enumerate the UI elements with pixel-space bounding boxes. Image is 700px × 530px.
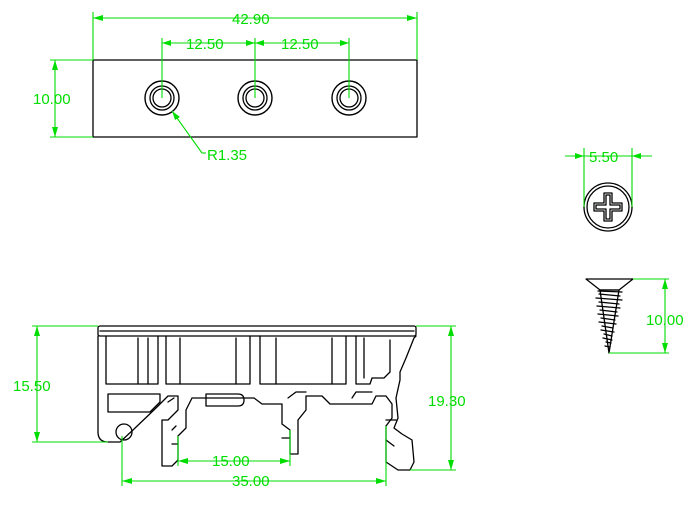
dimension-clip-span: 35.00 [121, 426, 387, 490]
dimension-screw-length-label: 10.00 [646, 312, 684, 329]
dimension-side-left-height-label: 15.50 [13, 378, 51, 395]
clip-body-outline [97, 335, 417, 471]
dimension-plate-height-label: 10.00 [33, 91, 71, 108]
dimension-hole-radius-label: R1.35 [207, 147, 247, 164]
dimension-overall-length-label: 42.90 [232, 11, 270, 28]
dimension-screw-head-label: 5.50 [589, 149, 618, 166]
dimension-rail-slot-label: 15.00 [212, 453, 250, 470]
dimension-pitch-right-label: 12.50 [281, 36, 319, 53]
dimension-rail-slot: 15.00 [177, 430, 291, 470]
dimension-clip-span-label: 35.00 [232, 473, 270, 490]
top-view: 42.90 12.50 12.50 10.00 [33, 11, 418, 164]
self-tapping-screw-icon [585, 278, 634, 354]
dimension-hole-pitch: 12.50 12.50 [161, 36, 350, 98]
dimension-hole-radius: R1.35 [171, 110, 247, 164]
phillips-screw-head-icon [583, 182, 633, 232]
dimension-screw-head: 5.50 [565, 148, 652, 207]
dimension-side-left-height: 15.50 [13, 325, 108, 443]
side-view [97, 325, 417, 471]
dimension-pitch-left-label: 12.50 [186, 36, 224, 53]
dimension-plate-height: 10.00 [33, 59, 93, 138]
dimension-side-right-height-label: 19.30 [428, 393, 466, 410]
dimension-overall-length: 42.90 [92, 11, 418, 60]
dimension-side-right-height: 19.30 [410, 325, 466, 471]
dimension-screw-length: 10.00 [609, 278, 684, 354]
